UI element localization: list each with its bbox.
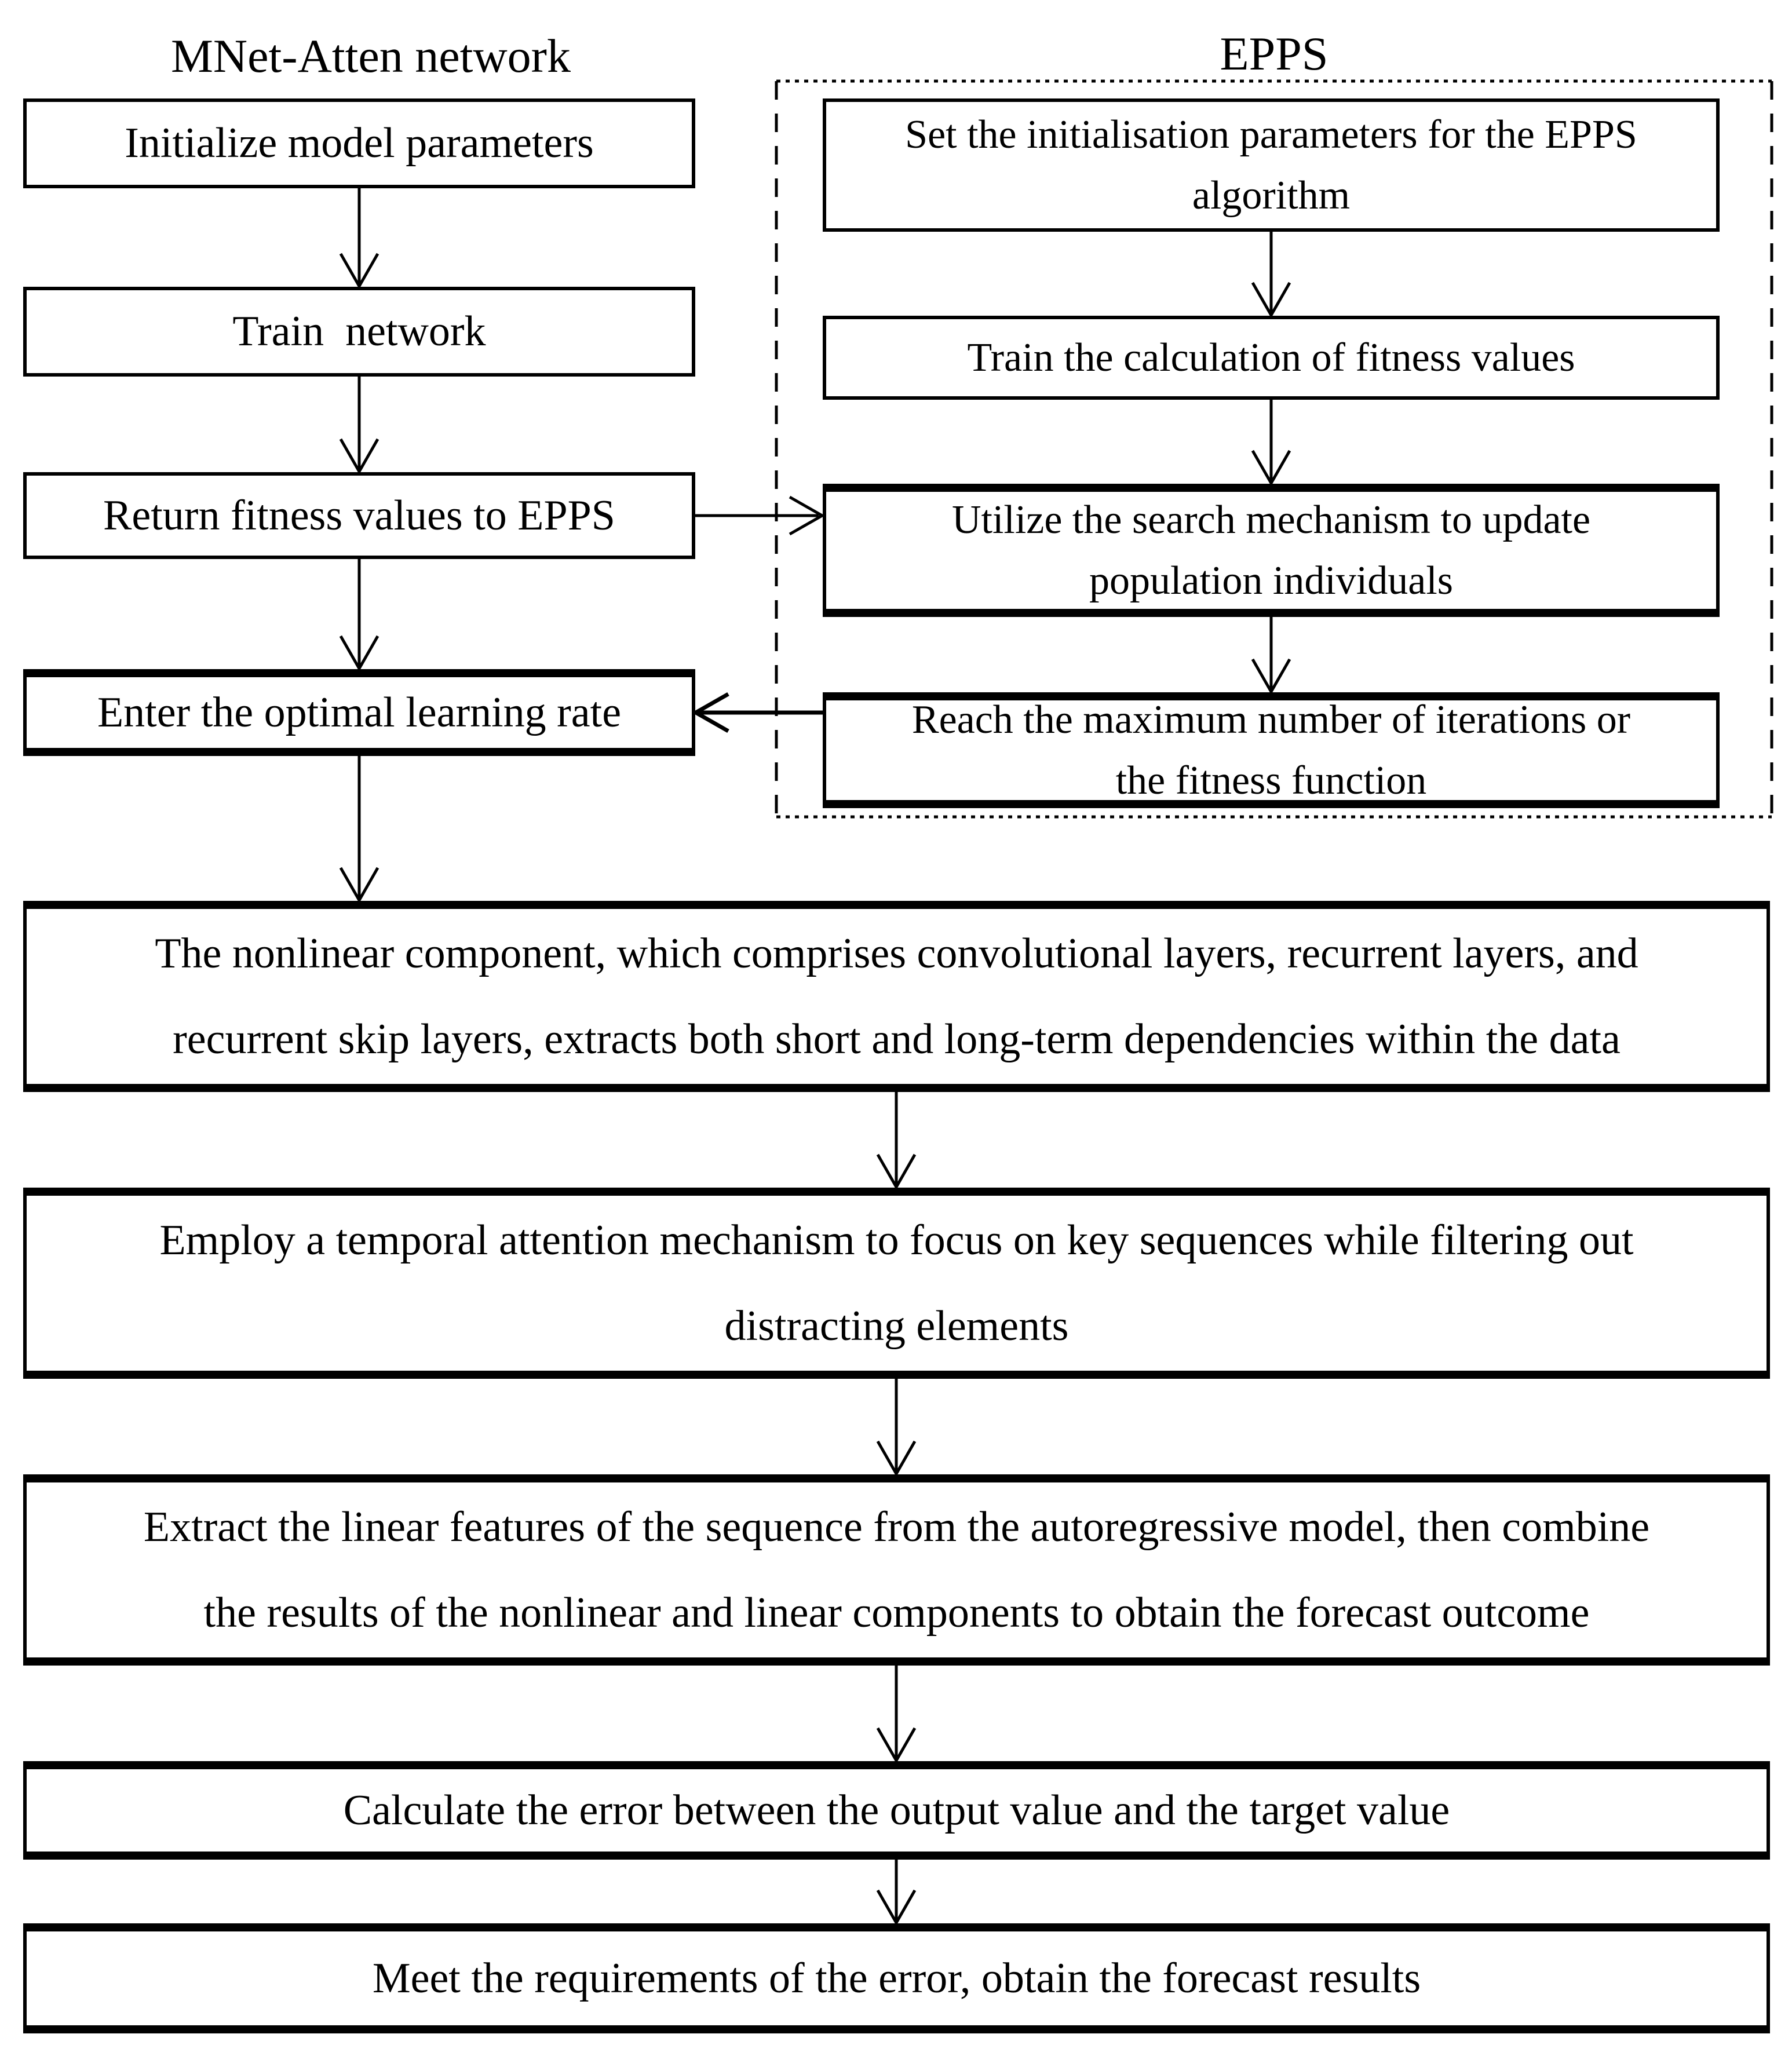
box-return-fitness-values: Return fitness values to EPPS	[23, 472, 695, 559]
arrow-train-to-return-fitness	[339, 377, 379, 475]
box-train-network: Train network	[23, 287, 695, 377]
box-enter-optimal-learning-rate: Enter the optimal learning rate	[23, 669, 695, 756]
box-set-initialisation-parameters: Set the initialisation parameters for th…	[823, 98, 1720, 232]
arrow-optimal-lr-to-nonlinear	[339, 756, 379, 904]
arrow-init-params-to-fitness-calc	[1251, 232, 1291, 319]
arrow-return-fitness-to-search	[695, 495, 826, 536]
arrow-error-to-results	[876, 1860, 917, 1926]
box-reach-max-iterations: Reach the maximum number of iterations o…	[823, 692, 1720, 808]
arrow-extract-linear-to-error	[876, 1666, 917, 1764]
box-nonlinear-component: The nonlinear component, which comprises…	[23, 901, 1770, 1092]
arrow-search-to-max-iterations	[1251, 617, 1291, 695]
box-calculate-error: Calculate the error between the output v…	[23, 1761, 1770, 1860]
arrow-max-iterations-to-optimal-lr	[691, 692, 823, 733]
epps-dashed-border	[775, 79, 1773, 819]
arrow-initialize-to-train	[339, 188, 379, 290]
arrow-nonlinear-to-attention	[876, 1092, 917, 1191]
box-meet-error-requirements: Meet the requirements of the error, obta…	[23, 1923, 1770, 2033]
box-train-fitness-calculation: Train the calculation of fitness values	[823, 316, 1720, 400]
box-extract-linear-features: Extract the linear features of the seque…	[23, 1474, 1770, 1666]
mnet-column-title: MNet-Atten network	[171, 30, 571, 82]
arrow-attention-to-extract-linear	[876, 1379, 917, 1477]
box-temporal-attention: Employ a temporal attention mechanism to…	[23, 1188, 1770, 1379]
arrow-return-fitness-to-optimal-lr	[339, 559, 379, 672]
arrow-fitness-calc-to-search	[1251, 400, 1291, 487]
epps-group-title: EPPS	[1220, 27, 1329, 80]
box-utilize-search-mechanism: Utilize the search mechanism to update p…	[823, 484, 1720, 617]
box-initialize-model-parameters: Initialize model parameters	[23, 98, 695, 188]
